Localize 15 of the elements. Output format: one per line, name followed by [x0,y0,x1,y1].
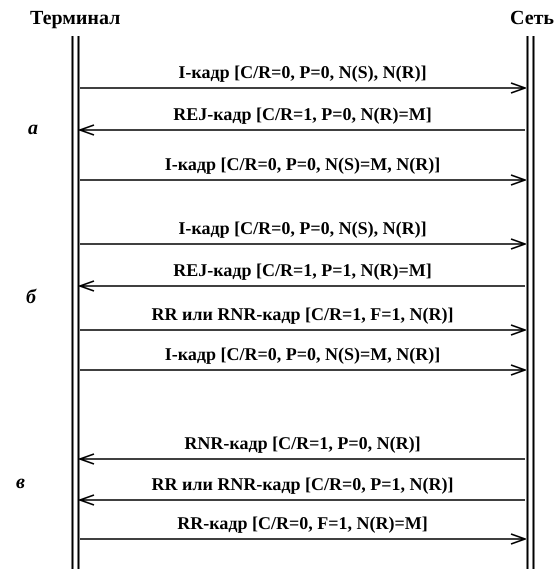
case-letter: б [26,285,36,309]
participant-label: Терминал [30,6,120,30]
message-arrow [79,453,525,465]
message-arrow [80,364,526,376]
participant-label: Сеть [510,6,554,30]
message-arrow [79,124,525,136]
message-arrow [80,174,526,186]
message-arrow [79,280,525,292]
message-arrow [80,82,526,94]
message-arrow [80,324,526,336]
case-letter: в [16,470,25,494]
message-arrow [80,238,526,250]
case-letter: а [28,116,38,140]
message-arrow [79,494,525,506]
message-arrow [80,533,526,545]
